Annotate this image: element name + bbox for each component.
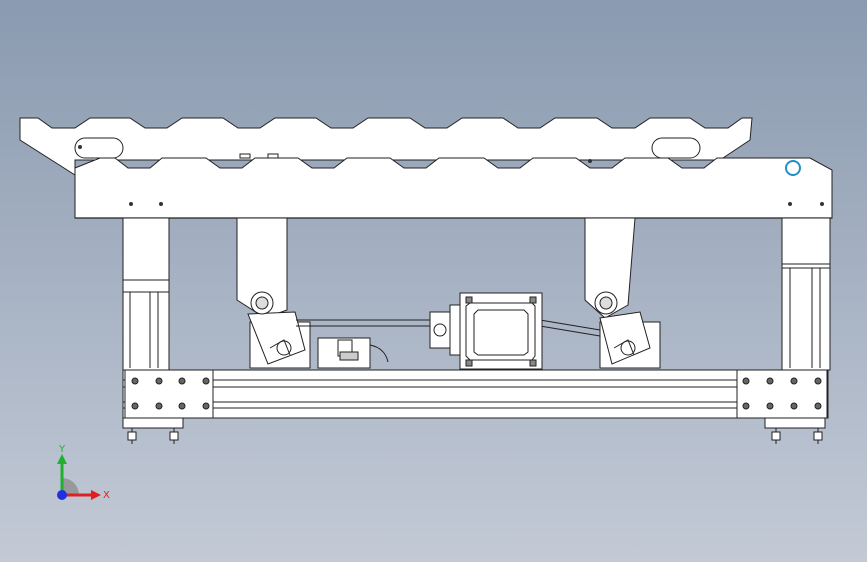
x-arrow-head (91, 490, 101, 500)
y-axis-label: Y (58, 444, 66, 455)
limit-switch (317, 337, 389, 369)
z-axis-dot (57, 490, 67, 500)
right-support-column (781, 217, 831, 371)
base-bolts (131, 377, 822, 410)
orientation-triad[interactable]: Y X (48, 440, 118, 510)
y-arrow-head (57, 454, 67, 464)
right-end-plate (736, 369, 828, 419)
left-foot (122, 417, 184, 444)
left-swing-arm (236, 217, 311, 369)
x-axis-label: X (103, 490, 110, 501)
sensor-ring (785, 160, 801, 176)
right-swing-arm (584, 217, 661, 369)
base-rail (122, 369, 829, 419)
drive-motor (429, 292, 543, 370)
front-plate-holes (78, 145, 824, 206)
front-wave-plate (74, 157, 833, 219)
rear-slot-right (651, 137, 701, 159)
right-foot (764, 417, 826, 444)
drive-rods (296, 319, 601, 337)
rear-wave-plate (19, 117, 753, 176)
left-end-plate (124, 369, 214, 419)
left-support-column (122, 217, 170, 371)
triad-arc (62, 478, 79, 495)
rear-slot-left (74, 137, 124, 159)
top-bolts (239, 153, 279, 159)
